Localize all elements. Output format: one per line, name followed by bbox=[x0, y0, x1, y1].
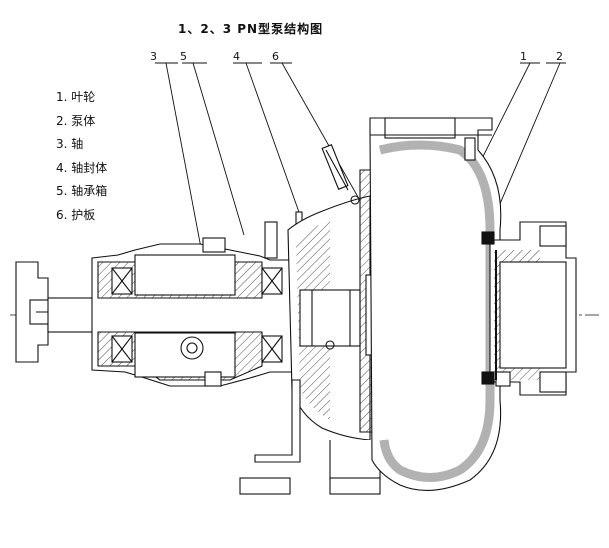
bracket-frame bbox=[239, 195, 381, 495]
legend-item-pump-body: 2. 泵体 bbox=[56, 113, 96, 128]
callout-1: 1 bbox=[520, 50, 527, 63]
stud-bolt bbox=[321, 144, 349, 191]
legend-item-guard-plate: 6. 护板 bbox=[56, 207, 96, 222]
callout-3: 3 bbox=[150, 50, 157, 63]
callout-numbers: 3 5 4 6 1 2 bbox=[150, 50, 563, 63]
callout-6: 6 bbox=[272, 50, 279, 63]
callout-5: 5 bbox=[180, 50, 187, 63]
callout-2: 2 bbox=[556, 50, 563, 63]
pump-body bbox=[369, 117, 502, 491]
legend-item-shaft-seal: 4. 轴封体 bbox=[56, 160, 108, 175]
legend-item-bearing-box: 5. 轴承箱 bbox=[56, 184, 108, 198]
callout-4: 4 bbox=[233, 50, 240, 63]
bearing-box bbox=[91, 211, 303, 387]
parts-legend: 1. 叶轮 2. 泵体 3. 轴 4. 轴封体 5. 轴承箱 6. 护板 bbox=[56, 86, 107, 227]
diagram-title: 1、2、3 PN型泵结构图 bbox=[178, 22, 324, 36]
legend-item-shaft: 3. 轴 bbox=[56, 137, 84, 151]
suction-inlet bbox=[481, 221, 577, 396]
legend-item-impeller: 1. 叶轮 bbox=[56, 90, 96, 104]
